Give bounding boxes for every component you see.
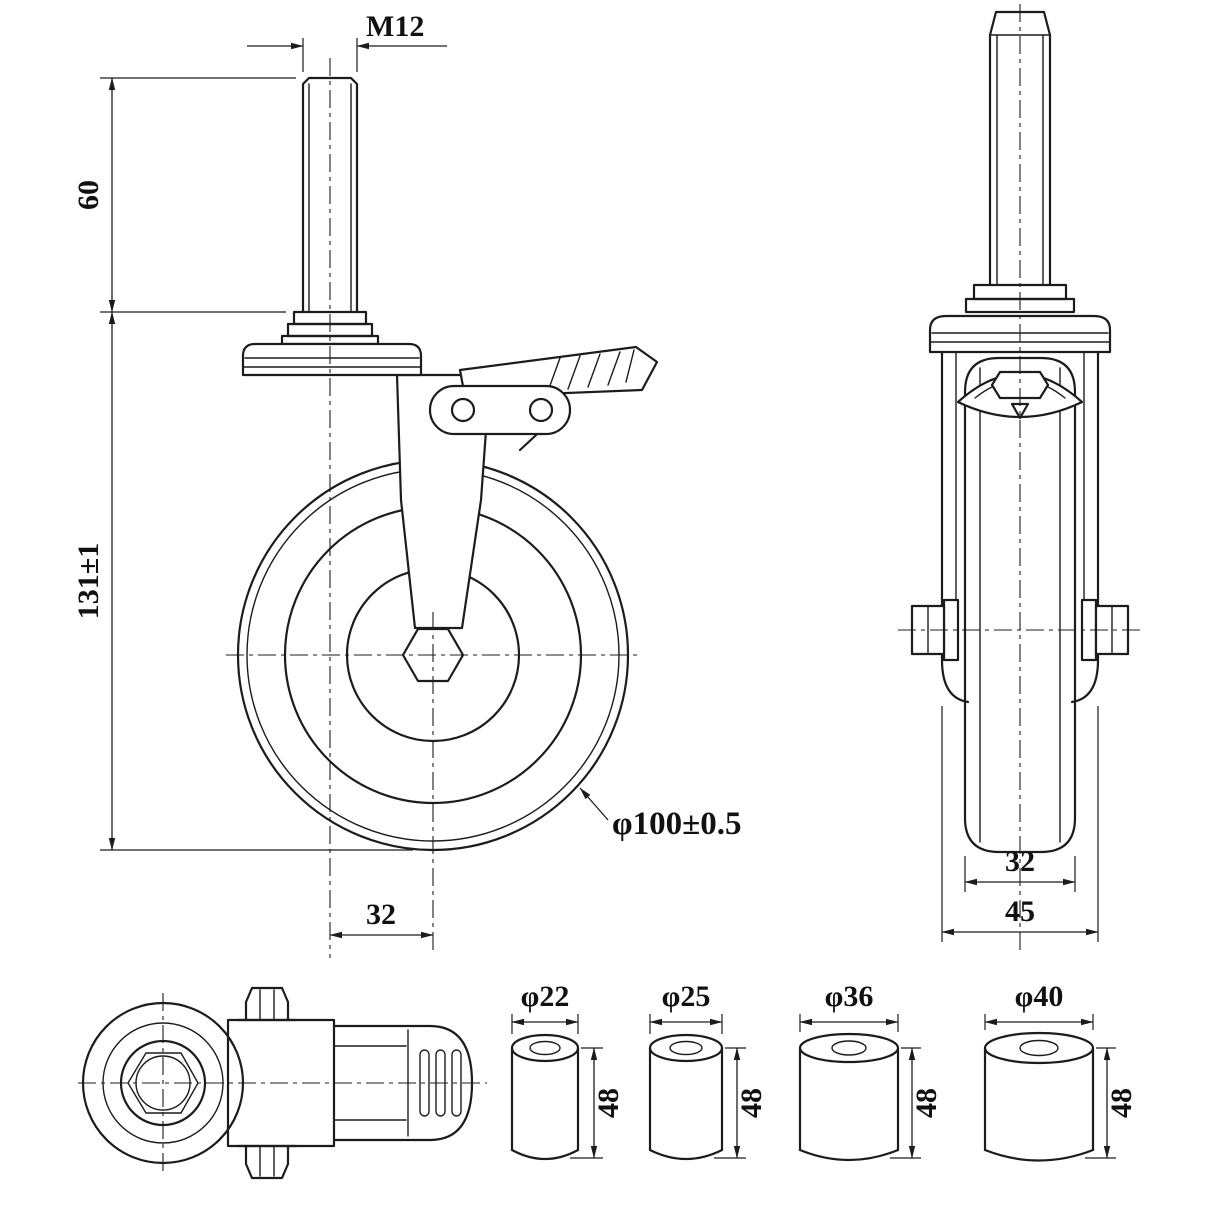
swivel-plate-front <box>428 384 572 436</box>
brake-pedal-front <box>458 345 659 399</box>
sleeve-1: φ22 48 <box>510 980 625 1160</box>
sleeve-2: φ25 48 <box>648 980 768 1160</box>
stem-bolt-plan-top <box>236 986 298 1022</box>
sleeve-3-diameter-label: φ36 <box>825 980 874 1013</box>
sleeve-2-height-label: 48 <box>735 1088 768 1118</box>
side-view <box>898 4 1142 955</box>
sleeve-3: φ36 48 <box>798 980 943 1162</box>
sleeve-3-height-label: 48 <box>910 1088 943 1118</box>
sleeve-1-diameter-label: φ22 <box>521 980 570 1013</box>
sleeves-section: φ22 48 φ25 48 <box>510 980 1138 1162</box>
sleeve-1-height-label: 48 <box>592 1088 625 1118</box>
front-dimensions: M12 60 131±1 32 φ100±0.5 <box>72 10 741 939</box>
dim-overall-height-label: 131±1 <box>72 543 105 619</box>
dim-wheel-width-label: 32 <box>1005 845 1035 878</box>
dim-stem-height-label: 60 <box>72 180 105 210</box>
plan-view <box>78 986 487 1180</box>
swivel-housing-front <box>241 342 423 377</box>
front-view <box>226 58 659 958</box>
wheel-side <box>963 356 1077 854</box>
fork-side <box>940 350 1100 704</box>
sleeve-4-diameter-label: φ40 <box>1015 980 1064 1013</box>
dim-overall-width-label: 45 <box>1005 895 1035 928</box>
dim-thread-label: M12 <box>366 10 424 43</box>
sleeve-4-height-label: 48 <box>1105 1088 1138 1118</box>
side-dimensions: 32 45 <box>941 706 1099 942</box>
threaded-stem-front <box>301 76 359 314</box>
dim-offset-label: 32 <box>366 898 396 931</box>
sleeve-2-diameter-label: φ25 <box>662 980 711 1013</box>
stem-bolt-plan-bottom <box>236 1144 298 1180</box>
dim-wheel-diameter-label: φ100±0.5 <box>612 806 741 842</box>
sleeve-4: φ40 48 <box>983 980 1138 1162</box>
